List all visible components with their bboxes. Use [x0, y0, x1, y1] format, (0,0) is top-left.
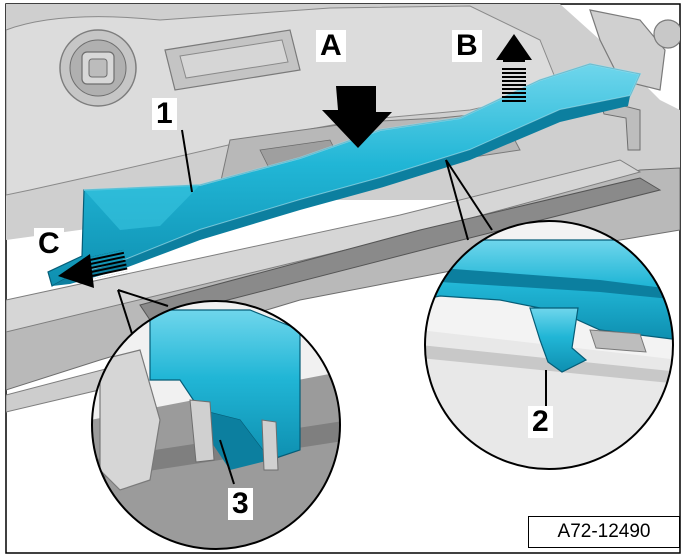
seat-hinge [589, 9, 680, 91]
trim-panel-part-1 [47, 62, 642, 287]
callout-part-1: 1 [152, 98, 177, 130]
detail-view-3 [91, 300, 341, 550]
callout-c: C [34, 228, 64, 260]
retaining-lug [189, 399, 215, 463]
pull-up-arrow-icon [496, 34, 532, 104]
callout-part-3: 3 [228, 488, 253, 520]
callout-b: B [452, 30, 482, 62]
figure-reference-number: A72-12490 [528, 516, 680, 548]
retaining-clip [529, 307, 588, 373]
callout-part-2: 2 [528, 406, 553, 438]
leader-lines [117, 129, 493, 341]
push-arrow-icon [322, 86, 392, 148]
detail-view-2 [424, 220, 674, 470]
callout-a: A [316, 30, 346, 62]
pull-out-arrow-icon [58, 249, 128, 288]
seat-adjust-knob [59, 29, 137, 107]
